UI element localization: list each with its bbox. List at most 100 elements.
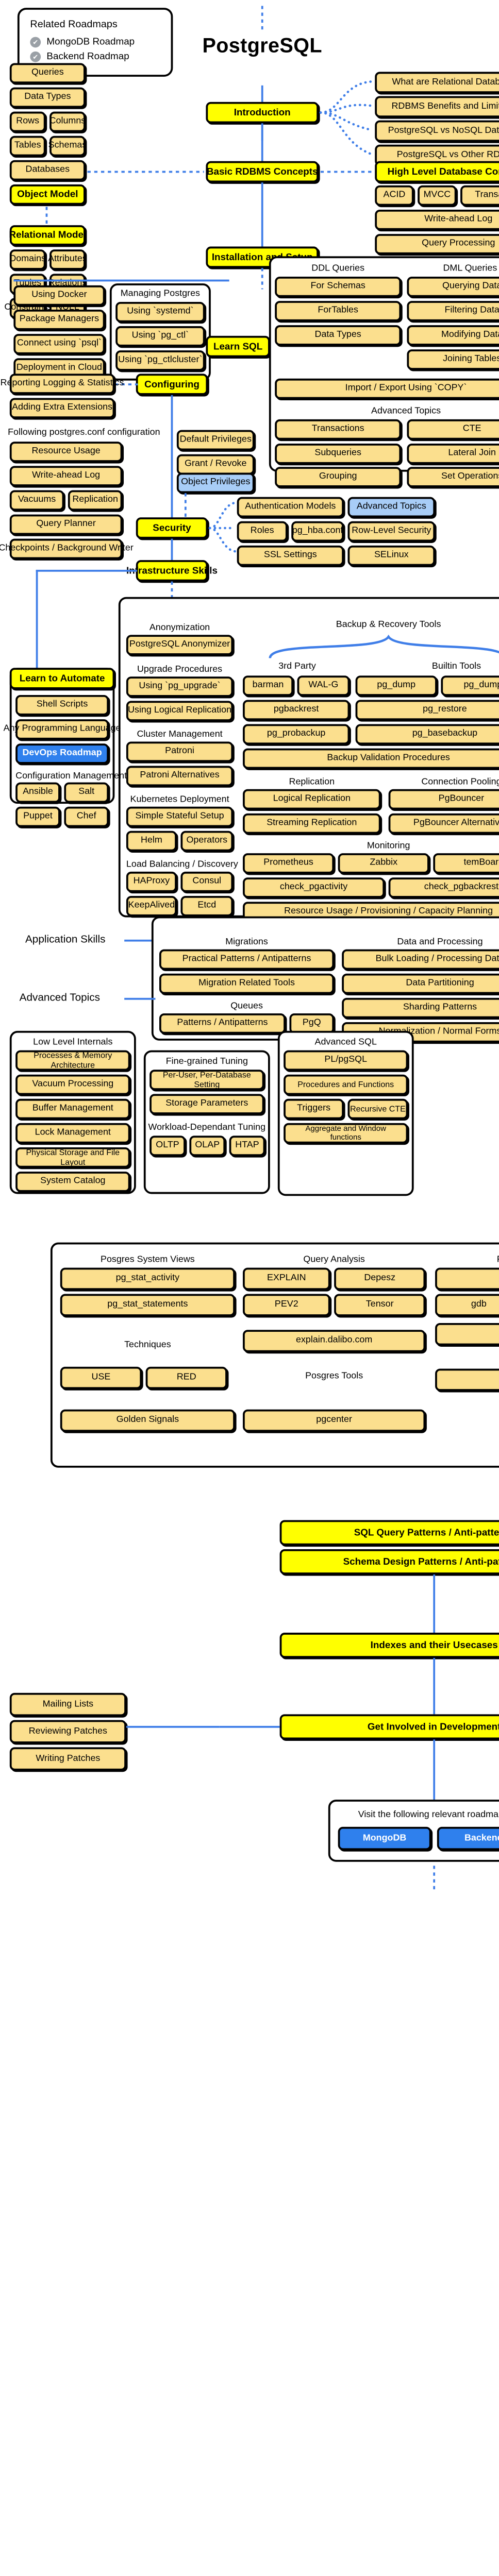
node-authentication-models[interactable]: Authentication Models bbox=[237, 497, 344, 518]
node-high-level-database-concepts[interactable]: High Level Database Concepts bbox=[375, 161, 499, 183]
node-modifying-data[interactable]: Modifying Data bbox=[407, 325, 499, 346]
node-selinux[interactable]: SELinux bbox=[347, 545, 436, 566]
node-pg-hba-conf[interactable]: pg_hba.conf bbox=[291, 521, 344, 542]
node-perf-tools[interactable]: perf-tools bbox=[435, 1267, 499, 1290]
node-pg-stat-activity[interactable]: pg_stat_activity bbox=[60, 1267, 235, 1290]
node-queue-patterns-antipatterns[interactable]: Patterns / Antipatterns bbox=[159, 1013, 286, 1034]
node-backup-validation-procedures[interactable]: Backup Validation Procedures bbox=[243, 748, 499, 769]
node-htap[interactable]: HTAP bbox=[229, 1136, 265, 1156]
node-streaming-replication[interactable]: Streaming Replication bbox=[243, 813, 381, 834]
node-postgresql-vs-nosql[interactable]: PostgreSQL vs NoSQL Databases bbox=[375, 120, 499, 142]
node-row-level-security[interactable]: Row-Level Security bbox=[347, 521, 436, 542]
node-domains[interactable]: Domains bbox=[9, 249, 46, 270]
node-import-export-copy[interactable]: Import / Export Using `COPY` bbox=[275, 378, 499, 399]
node-olap[interactable]: OLAP bbox=[189, 1136, 226, 1156]
node-mailing-lists[interactable]: Mailing Lists bbox=[9, 1692, 126, 1717]
node-haproxy[interactable]: HAProxy bbox=[126, 871, 177, 892]
node-simple-stateful-setup[interactable]: Simple Stateful Setup bbox=[126, 806, 234, 827]
node-learn-sql[interactable]: Learn SQL bbox=[206, 335, 270, 358]
node-introduction[interactable]: Introduction bbox=[206, 101, 319, 124]
node-replication[interactable]: Replication bbox=[68, 490, 123, 511]
node-vacuums[interactable]: Vacuums bbox=[9, 490, 64, 511]
node-plpgsql[interactable]: PL/pgSQL bbox=[284, 1050, 408, 1071]
node-schemas[interactable]: Schemas bbox=[48, 135, 87, 157]
node-sql-query-patterns[interactable]: SQL Query Patterns / Anti-patterns bbox=[279, 1520, 499, 1546]
node-what-are-relational-databases[interactable]: What are Relational Databases? bbox=[375, 72, 499, 93]
node-pev2[interactable]: PEV2 bbox=[243, 1294, 330, 1316]
node-processes-memory-architecture[interactable]: Processes & Memory Architecture bbox=[15, 1050, 130, 1071]
node-security-advanced-topics[interactable]: Advanced Topics bbox=[347, 497, 436, 518]
node-indexes-and-usecases[interactable]: Indexes and their Usecases bbox=[279, 1633, 499, 1658]
node-pg-basebackup[interactable]: pg_basebackup bbox=[355, 724, 499, 745]
node-wal-g[interactable]: WAL-G bbox=[297, 675, 350, 696]
node-data-types[interactable]: Data Types bbox=[9, 87, 86, 108]
node-checkpoints-background-writer[interactable]: Checkpoints / Background Writer bbox=[0, 538, 134, 560]
node-depesz[interactable]: Depesz bbox=[334, 1267, 426, 1290]
node-tables[interactable]: Tables bbox=[9, 135, 46, 157]
node-tensor[interactable]: Tensor bbox=[334, 1294, 426, 1316]
node-pg-restore[interactable]: pg_restore bbox=[355, 700, 499, 721]
node-pg-stat-statements[interactable]: pg_stat_statements bbox=[60, 1294, 235, 1316]
node-patroni-alternatives[interactable]: Patroni Alternatives bbox=[126, 766, 234, 787]
node-keepalived[interactable]: KeepAlived bbox=[126, 896, 177, 917]
node-pg-probackup[interactable]: pg_probackup bbox=[243, 724, 350, 745]
node-relational-model-2[interactable]: Relational Model bbox=[9, 225, 86, 246]
node-for-schemas[interactable]: For Schemas bbox=[275, 276, 402, 297]
node-object-model[interactable]: Object Model bbox=[9, 184, 86, 205]
node-salt[interactable]: Salt bbox=[64, 782, 109, 803]
node-ssl-settings[interactable]: SSL Settings bbox=[237, 545, 344, 566]
node-set-operations[interactable]: Set Operations bbox=[407, 467, 499, 487]
node-system-catalog[interactable]: System Catalog bbox=[15, 1172, 130, 1192]
node-logical-replication[interactable]: Logical Replication bbox=[243, 789, 381, 810]
node-prometheus[interactable]: Prometheus bbox=[243, 853, 335, 874]
node-buffer-management[interactable]: Buffer Management bbox=[15, 1098, 130, 1120]
related-roadmap-mongodb[interactable]: ✔ MongoDB Roadmap bbox=[30, 37, 160, 48]
node-filtering-data[interactable]: Filtering Data bbox=[407, 301, 499, 321]
node-explain[interactable]: EXPLAIN bbox=[243, 1267, 330, 1290]
node-pgbouncer-alternatives[interactable]: PgBouncer Alternatives bbox=[388, 813, 499, 834]
node-write-ahead-log[interactable]: Write-ahead Log bbox=[375, 209, 499, 230]
node-using-logical-replication[interactable]: Using Logical Replication bbox=[126, 701, 234, 721]
node-recursive-cte[interactable]: Recursive CTE bbox=[347, 1098, 408, 1120]
node-pgbouncer[interactable]: PgBouncer bbox=[388, 789, 499, 810]
node-using-pg-upgrade[interactable]: Using `pg_upgrade` bbox=[126, 676, 234, 697]
node-golden-signals[interactable]: Golden Signals bbox=[60, 1409, 235, 1432]
node-security[interactable]: Security bbox=[136, 517, 208, 539]
node-query-processing[interactable]: Query Processing bbox=[375, 234, 499, 255]
node-operators[interactable]: Operators bbox=[180, 831, 234, 852]
node-check-pgbackrest[interactable]: check_pgbackrest bbox=[388, 877, 499, 898]
node-temboard[interactable]: temBoard bbox=[433, 853, 499, 874]
node-default-privileges[interactable]: Default Privileges bbox=[176, 430, 255, 451]
node-grant-revoke[interactable]: Grant / Revoke bbox=[176, 454, 255, 475]
node-pgcenter[interactable]: pgcenter bbox=[243, 1409, 426, 1432]
node-aggregate-window-functions[interactable]: Aggregate and Window functions bbox=[284, 1123, 408, 1144]
node-acid[interactable]: ACID bbox=[375, 185, 414, 206]
node-using-docker[interactable]: Using Docker bbox=[13, 285, 105, 306]
node-roles[interactable]: Roles bbox=[237, 521, 288, 542]
node-package-managers[interactable]: Package Managers bbox=[13, 310, 105, 330]
node-vacuum-processing[interactable]: Vacuum Processing bbox=[15, 1074, 130, 1095]
node-using-pg-ctl[interactable]: Using `pg_ctl` bbox=[115, 326, 205, 347]
node-writing-patches[interactable]: Writing Patches bbox=[9, 1747, 126, 1771]
node-reviewing-patches[interactable]: Reviewing Patches bbox=[9, 1720, 126, 1743]
node-sharding-patterns[interactable]: Sharding Patterns bbox=[342, 997, 499, 1019]
node-config-write-ahead-log[interactable]: Write-ahead Log bbox=[9, 466, 123, 486]
node-learn-to-automate[interactable]: Learn to Automate bbox=[9, 668, 115, 689]
node-consul[interactable]: Consul bbox=[180, 871, 234, 892]
node-physical-storage-file-layout[interactable]: Physical Storage and File Layout bbox=[15, 1147, 130, 1168]
node-adding-extra-extensions[interactable]: Adding Extra Extensions bbox=[9, 398, 115, 419]
node-red[interactable]: RED bbox=[145, 1366, 227, 1389]
node-pg-dump[interactable]: pg_dump bbox=[355, 675, 437, 696]
node-pgbackrest[interactable]: pgbackrest bbox=[243, 700, 350, 721]
node-get-involved-in-development[interactable]: Get Involved in Development bbox=[279, 1714, 499, 1740]
node-query-planner[interactable]: Query Planner bbox=[9, 514, 123, 535]
node-querying-data[interactable]: Querying Data bbox=[407, 276, 499, 297]
node-ebpf[interactable]: ebpf bbox=[435, 1368, 499, 1391]
node-queries[interactable]: Queries bbox=[9, 63, 86, 84]
node-attributes[interactable]: Attributes bbox=[48, 249, 87, 270]
node-helm[interactable]: Helm bbox=[126, 831, 177, 852]
node-per-user-per-database-setting[interactable]: Per-User, Per-Database Setting bbox=[149, 1070, 264, 1090]
node-joining-tables[interactable]: Joining Tables bbox=[407, 349, 499, 370]
node-pg-dumpall[interactable]: pg_dumpall bbox=[441, 675, 499, 696]
node-connect-using-psql[interactable]: Connect using `psql` bbox=[13, 334, 105, 354]
